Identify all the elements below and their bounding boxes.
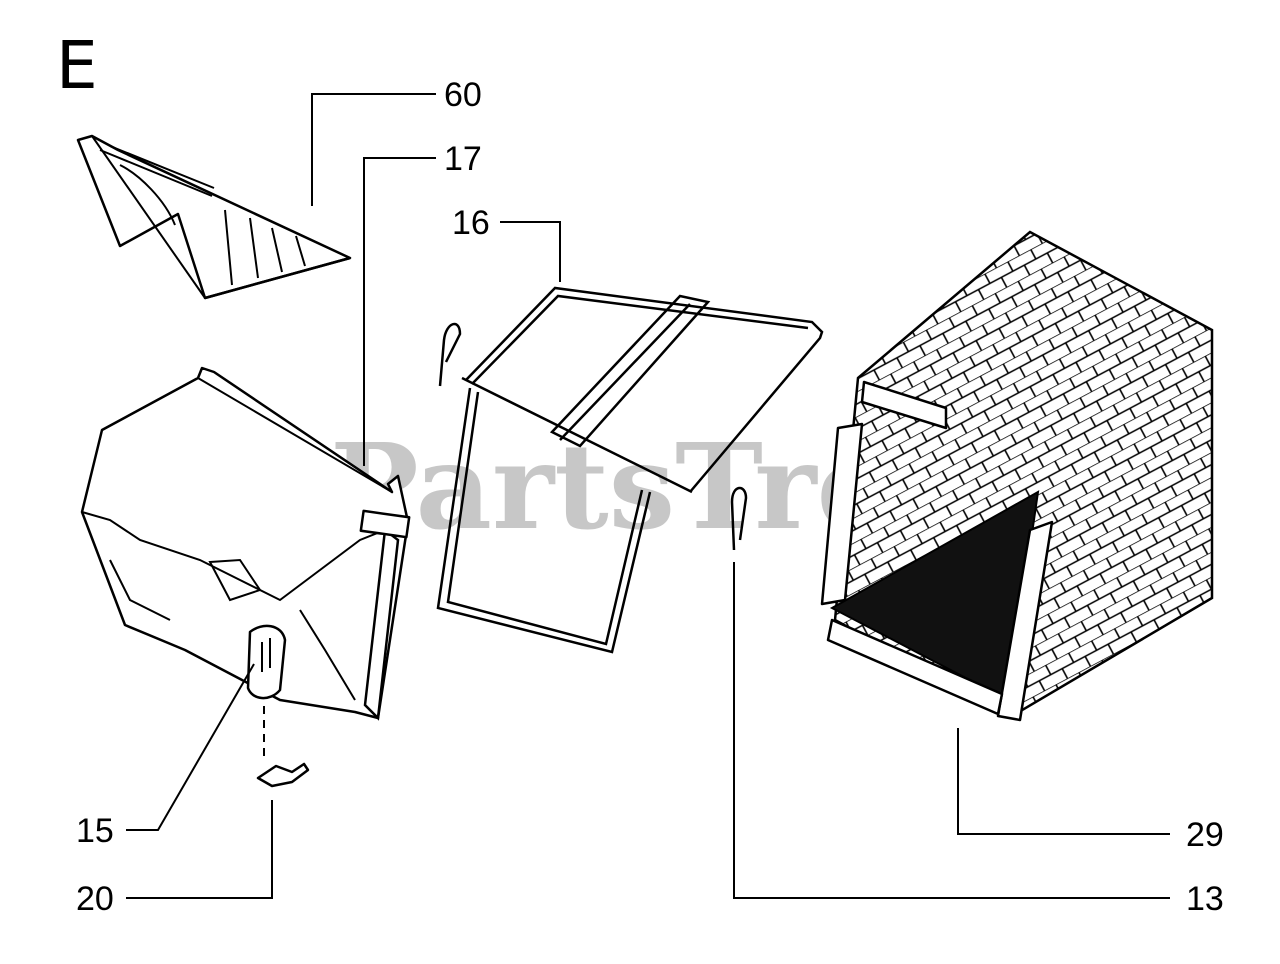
label-13: 13 — [1186, 880, 1224, 918]
label-29: 29 — [1186, 816, 1224, 854]
label-60: 60 — [444, 76, 482, 114]
label-16: 16 — [452, 204, 490, 242]
part-17-housing[interactable] — [80, 366, 411, 721]
label-17: 17 — [444, 140, 482, 178]
label-20: 20 — [76, 880, 114, 918]
leader-lines — [126, 93, 1170, 899]
part-29-catcher-bag[interactable] — [820, 230, 1214, 722]
part-60-deflector[interactable] — [76, 134, 352, 300]
part-15-clip[interactable] — [246, 624, 287, 700]
part-16-wire-frame[interactable] — [436, 286, 824, 654]
section-letter: E — [56, 27, 98, 104]
label-15: 15 — [76, 812, 114, 850]
part-13-hairpin-left[interactable] — [438, 322, 462, 387]
part-20-latch[interactable] — [256, 706, 310, 788]
part-13-hairpin-right[interactable] — [730, 486, 748, 551]
